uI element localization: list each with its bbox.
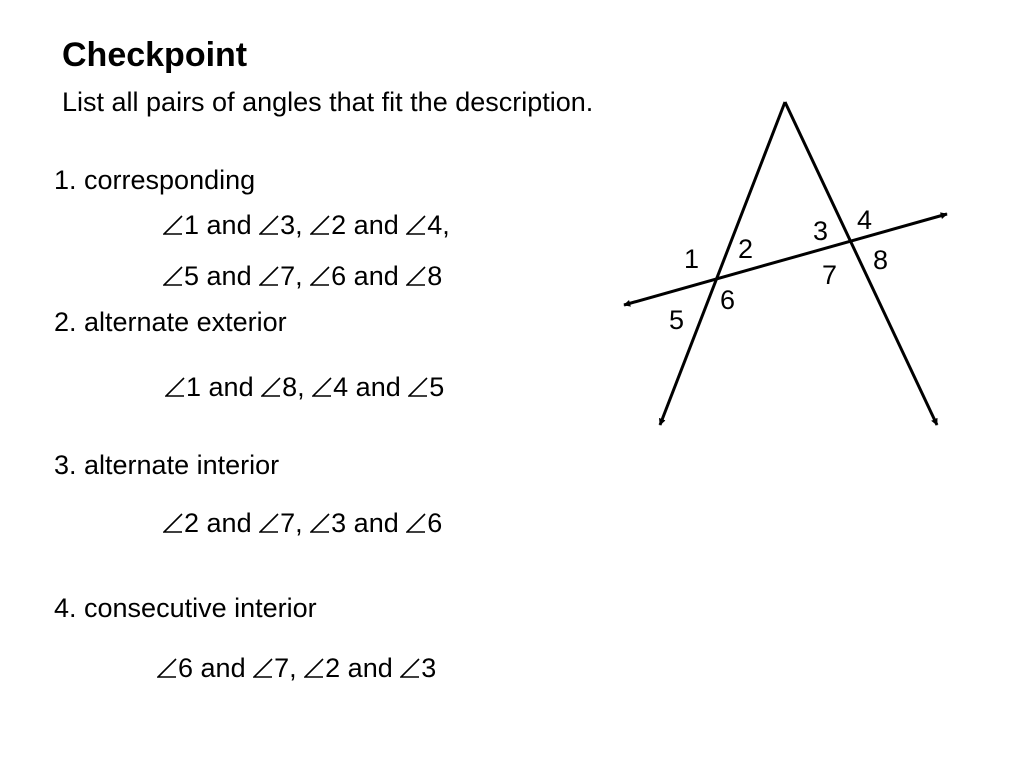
angle-symbol-icon (310, 513, 330, 533)
angle-symbol-icon (163, 215, 183, 235)
question-1-answer-line-2: 5 and 7, 6 and 8 (163, 261, 442, 292)
angle-number: 3 (331, 508, 347, 538)
angle-symbol-icon (253, 658, 273, 678)
angle-symbol-icon (157, 658, 177, 678)
answer-text: , (295, 261, 311, 291)
angle-number: 1 (184, 210, 200, 240)
transversal-line (623, 212, 948, 307)
angle-number: 3 (280, 210, 296, 240)
angle-label-6: 6 (720, 285, 735, 315)
angle-number: 5 (184, 261, 200, 291)
answer-text: and (199, 508, 260, 538)
angle-label-3: 3 (813, 216, 828, 246)
right-line (783, 101, 939, 426)
answer-text: and (340, 653, 401, 683)
question-1-label: 1. corresponding (54, 165, 256, 195)
angle-number: 2 (325, 653, 341, 683)
angle-symbol-icon (310, 215, 330, 235)
angle-number: 8 (427, 261, 443, 291)
angle-symbol-icon (259, 215, 279, 235)
angle-number: 8 (282, 372, 298, 402)
angle-label-5: 5 (669, 305, 684, 335)
question-4-answer: 6 and 7, 2 and 3 (157, 653, 436, 684)
page-title: Checkpoint (62, 36, 248, 74)
angle-number: 2 (331, 210, 347, 240)
answer-text: and (199, 261, 260, 291)
angle-number: 3 (421, 653, 437, 683)
question-2-answer: 1 and 8, 4 and 5 (165, 372, 444, 403)
question-3-answer: 2 and 7, 3 and 6 (163, 508, 442, 539)
angle-symbol-icon (259, 266, 279, 286)
angle-number: 4 (333, 372, 349, 402)
angle-symbol-icon (165, 377, 185, 397)
angle-number: 4 (427, 210, 443, 240)
angle-label-7: 7 (822, 260, 837, 290)
answer-text: , (442, 210, 450, 240)
answer-text: , (297, 372, 313, 402)
angle-label-2: 2 (738, 234, 753, 264)
angle-number: 6 (427, 508, 443, 538)
question-4-label: 4. consecutive interior (54, 593, 317, 623)
answer-text: , (289, 653, 305, 683)
angle-label-4: 4 (857, 205, 872, 235)
angle-symbol-icon (408, 377, 428, 397)
answer-text: and (201, 372, 262, 402)
question-1-answer-line-1: 1 and 3, 2 and 4, (163, 210, 450, 241)
angle-symbol-icon (304, 658, 324, 678)
angle-label-1: 1 (684, 244, 699, 274)
angle-symbol-icon (406, 513, 426, 533)
angle-label-8: 8 (873, 245, 888, 275)
angle-symbol-icon (261, 377, 281, 397)
left-line (658, 101, 787, 426)
answer-text: and (348, 372, 409, 402)
answer-text: and (346, 508, 407, 538)
angle-number: 7 (280, 508, 296, 538)
answer-text: , (295, 508, 311, 538)
angle-symbol-icon (163, 266, 183, 286)
question-3-label: 3. alternate interior (54, 450, 280, 480)
angle-number: 6 (331, 261, 347, 291)
angle-number: 2 (184, 508, 200, 538)
angle-number: 6 (178, 653, 194, 683)
instructions: List all pairs of angles that fit the de… (62, 87, 594, 117)
angle-symbol-icon (406, 215, 426, 235)
answer-text: and (199, 210, 260, 240)
angle-symbol-icon (312, 377, 332, 397)
angle-symbol-icon (310, 266, 330, 286)
angle-symbol-icon (259, 513, 279, 533)
angle-symbol-icon (400, 658, 420, 678)
answer-text: , (295, 210, 311, 240)
answer-text: and (346, 210, 407, 240)
answer-text: and (346, 261, 407, 291)
angle-symbol-icon (163, 513, 183, 533)
angle-number: 5 (429, 372, 445, 402)
angle-number: 7 (274, 653, 290, 683)
answer-text: and (193, 653, 254, 683)
angle-number: 7 (280, 261, 296, 291)
angle-number: 1 (186, 372, 202, 402)
question-2-label: 2. alternate exterior (54, 307, 287, 337)
angle-symbol-icon (406, 266, 426, 286)
